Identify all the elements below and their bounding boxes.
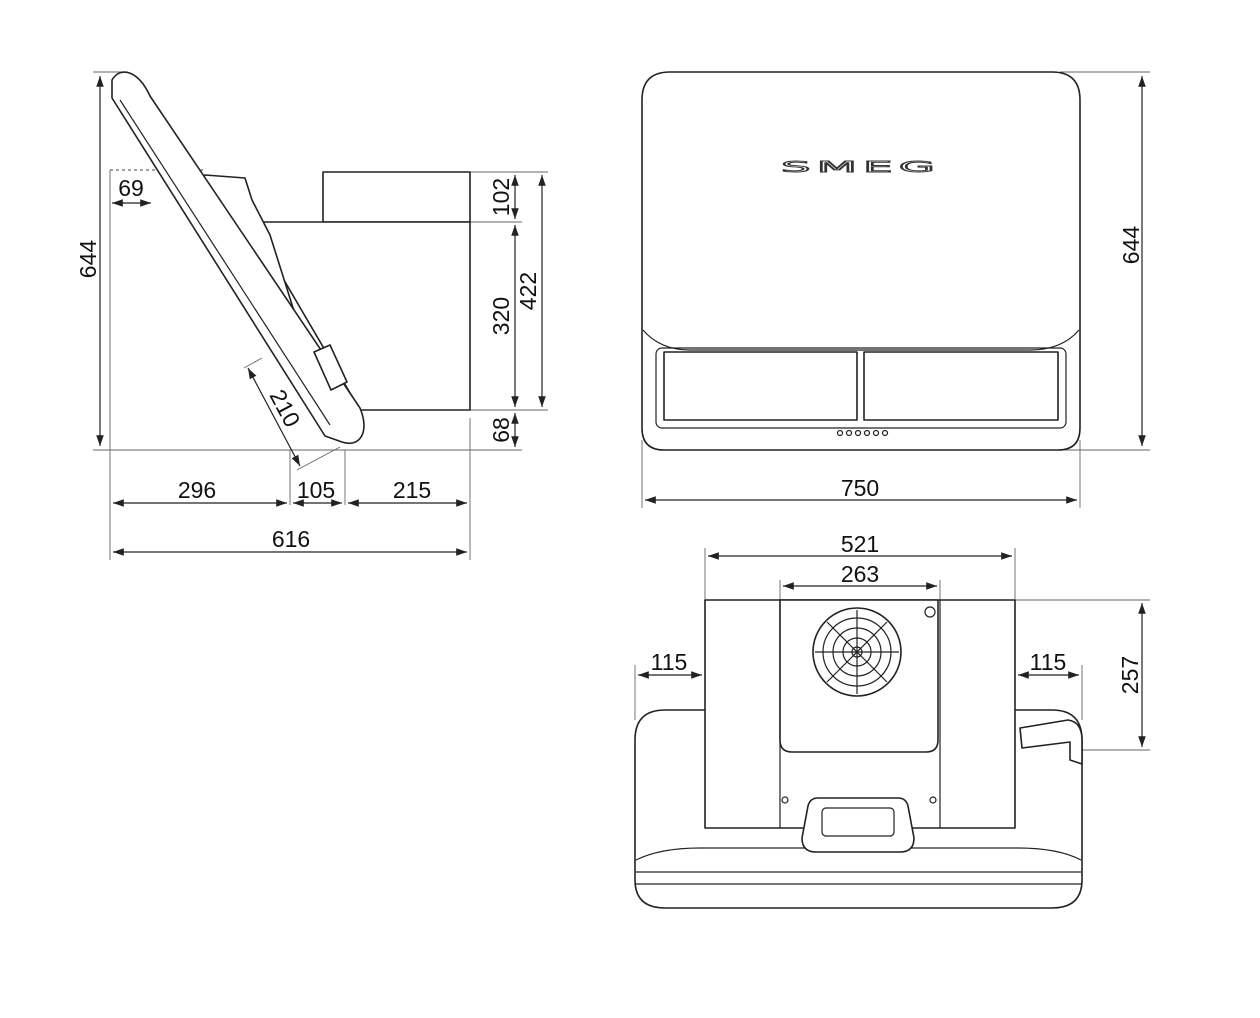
top-side-handle <box>1019 719 1083 765</box>
side-handle <box>313 344 348 391</box>
dim-depth-b: 105 <box>297 477 335 503</box>
front-filter-right <box>863 351 1059 421</box>
fan-icon <box>812 607 902 697</box>
dim-side-height: 644 <box>75 240 101 279</box>
control-buttons <box>836 429 889 437</box>
top-view: 521 263 115 115 257 <box>634 531 1150 909</box>
side-view: 644 69 102 320 422 68 210 296 105 215 61… <box>75 71 548 560</box>
side-front-panel <box>111 71 365 445</box>
dim-top-depth: 257 <box>1117 656 1143 694</box>
dim-outer-width: 521 <box>841 531 879 557</box>
dim-full-height: 422 <box>515 272 541 310</box>
dim-inner-width: 263 <box>841 561 879 587</box>
top-screw-hole <box>924 606 936 618</box>
dim-left-offset: 115 <box>651 649 688 675</box>
dim-depth-total: 616 <box>272 526 310 552</box>
top-outlet <box>801 797 915 853</box>
front-filter-left <box>663 351 858 421</box>
dim-chimney-top: 102 <box>488 178 514 216</box>
front-view: SMEG 644 750 <box>641 71 1150 508</box>
side-chimney <box>322 171 471 223</box>
brand-logo: SMEG <box>781 158 941 176</box>
dim-right-offset: 115 <box>1030 649 1067 675</box>
dim-bottom-gap: 68 <box>488 417 514 443</box>
dim-depth-a: 296 <box>178 477 216 503</box>
dim-front-width: 750 <box>841 475 879 501</box>
dim-front-height: 644 <box>1118 226 1144 265</box>
dim-body-height: 320 <box>488 297 514 335</box>
dim-angle-offset: 69 <box>118 175 144 201</box>
dim-depth-c: 215 <box>393 477 431 503</box>
